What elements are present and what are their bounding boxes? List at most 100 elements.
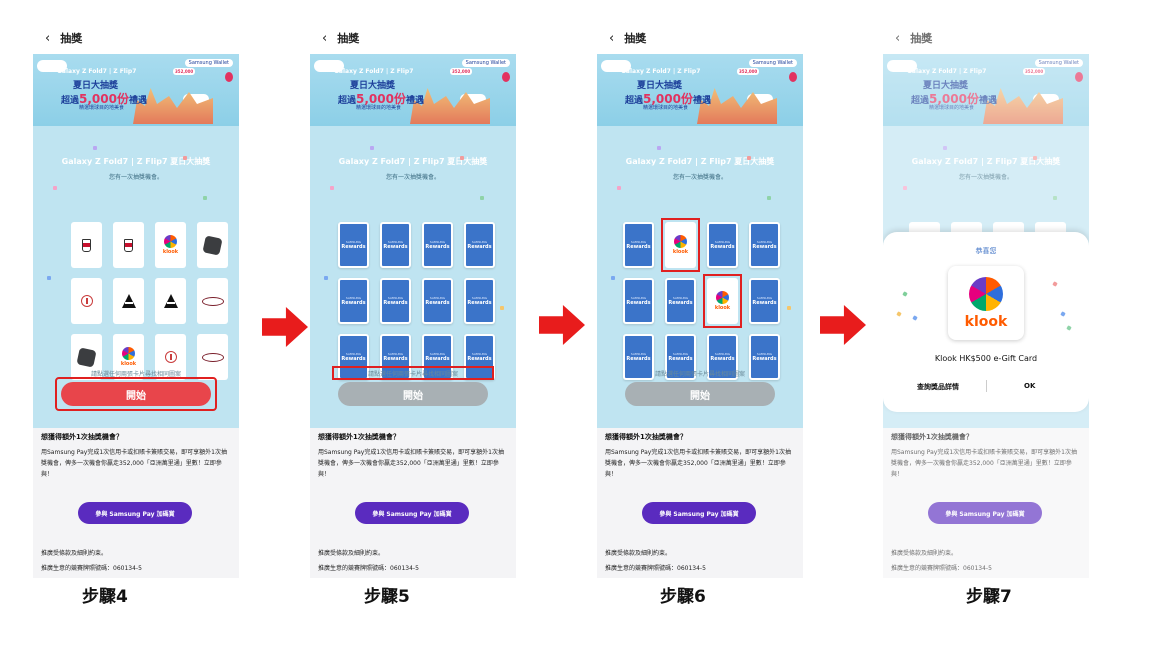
klook-logo-icon xyxy=(164,235,177,248)
prize-detail-button[interactable]: 查詢獎品詳情 xyxy=(917,383,959,391)
prize-count: 5,000份 xyxy=(929,92,979,106)
cloud-decoration xyxy=(1033,94,1059,104)
chevron-left-icon[interactable]: ‹ xyxy=(45,30,51,46)
confetti-decoration xyxy=(330,186,334,190)
extra-chance-info: 想獲得額外1次抽獎機會？用Samsung Pay完成1次信用卡或扣賬卡簽賬交易，… xyxy=(605,432,795,480)
app-header: ‹抽獎 xyxy=(883,22,1089,54)
chevron-left-icon[interactable]: ‹ xyxy=(609,30,615,46)
speaker-box-card[interactable] xyxy=(197,222,228,268)
confetti-decoration xyxy=(657,146,661,150)
miles-sticker: 352,000 xyxy=(173,68,196,75)
join-samsung-pay-button[interactable]: 參與 Samsung Pay 加碼賞 xyxy=(642,502,756,524)
confetti-decoration xyxy=(903,186,907,190)
samsung-wallet-badge: Samsung Wallet xyxy=(1034,59,1083,67)
a-letter-logo-card[interactable] xyxy=(155,278,186,324)
extra-chance-question: 想獲得額外1次抽獎機會？ xyxy=(891,433,973,441)
confetti-decoration xyxy=(203,196,207,200)
join-samsung-pay-button[interactable]: 參與 Samsung Pay 加碼賞 xyxy=(928,502,1042,524)
cloud-decoration xyxy=(887,60,917,72)
confetti-decoration xyxy=(902,291,908,297)
pin-logo-card[interactable] xyxy=(71,278,102,324)
card-brand: SAMSUNG xyxy=(387,352,404,356)
haagen-dazs-logo-icon xyxy=(201,296,224,306)
a-letter-logo-icon xyxy=(121,294,136,308)
prize-count: 5,000份 xyxy=(643,92,693,106)
chevron-left-icon[interactable]: ‹ xyxy=(322,30,328,46)
confetti-decoration xyxy=(183,156,187,160)
next-step-arrow xyxy=(262,307,308,347)
klook-logo-card[interactable]: klook xyxy=(155,222,186,268)
klook-logo-card[interactable]: klook xyxy=(707,278,738,324)
pick-hint: 請點選任何兩張卡片尋找相同圖案 xyxy=(367,371,458,378)
haagen-dazs-logo-icon xyxy=(201,352,224,362)
confetti-decoration xyxy=(460,156,464,160)
card-brand: SAMSUNG xyxy=(672,352,689,356)
a-crossbar xyxy=(124,302,133,304)
balloon-decoration xyxy=(502,72,510,82)
card-label: Rewards xyxy=(425,356,450,362)
cloud-decoration xyxy=(747,94,773,104)
speaker-box-card[interactable] xyxy=(71,334,102,380)
haagen-dazs-logo-card[interactable] xyxy=(197,334,228,380)
confetti-decoration xyxy=(500,306,504,310)
cup-card[interactable] xyxy=(71,222,102,268)
klook-logo-card[interactable]: klook xyxy=(665,222,696,268)
button-divider xyxy=(986,380,987,392)
banner-headline: 夏日大抽獎 xyxy=(73,81,119,91)
confetti-decoration xyxy=(1053,196,1057,200)
banner-headline: 夏日大抽獎 xyxy=(637,81,683,91)
pin-logo-card[interactable] xyxy=(155,334,186,380)
card-brand: SAMSUNG xyxy=(387,240,404,244)
join-samsung-pay-button[interactable]: 參與 Samsung Pay 加碼賞 xyxy=(78,502,192,524)
terms-text: 推廣受條款及細則約束。 xyxy=(605,550,672,557)
app-header: ‹抽獎 xyxy=(310,22,516,54)
a-letter-logo-card[interactable] xyxy=(113,278,144,324)
card-label: Rewards xyxy=(341,244,366,250)
card-brand: SAMSUNG xyxy=(714,352,731,356)
banner-headline: 夏日大抽獎 xyxy=(923,81,969,91)
cup-card[interactable] xyxy=(113,222,144,268)
extra-chance-description: 用Samsung Pay完成1次信用卡或扣賬卡簽賬交易，即可享額外1次抽獎機會，… xyxy=(318,449,504,478)
page-title: 抽獎 xyxy=(60,32,83,45)
confetti-decoration xyxy=(1033,156,1037,160)
klook-wordmark: klook xyxy=(964,313,1008,330)
miles-sticker: 352,000 xyxy=(450,68,473,75)
banner-tagline: 精選環球目的地美食 xyxy=(643,105,689,111)
start-button[interactable]: 開始 xyxy=(625,382,775,406)
join-samsung-pay-button[interactable]: 參與 Samsung Pay 加碼賞 xyxy=(355,502,469,524)
start-button[interactable]: 開始 xyxy=(61,382,211,406)
haagen-dazs-logo-card[interactable] xyxy=(197,278,228,324)
card-label: Rewards xyxy=(752,244,777,250)
klook-logo-card[interactable]: klook xyxy=(113,334,144,380)
start-button[interactable]: 開始 xyxy=(338,382,488,406)
card-brand: SAMSUNG xyxy=(471,296,488,300)
prize-count: 5,000份 xyxy=(79,92,129,106)
a-letter-logo-icon xyxy=(163,294,178,308)
card-label: Rewards xyxy=(710,356,735,362)
ok-button[interactable]: OK xyxy=(1024,382,1036,390)
chevron-left-icon[interactable]: ‹ xyxy=(895,30,901,46)
